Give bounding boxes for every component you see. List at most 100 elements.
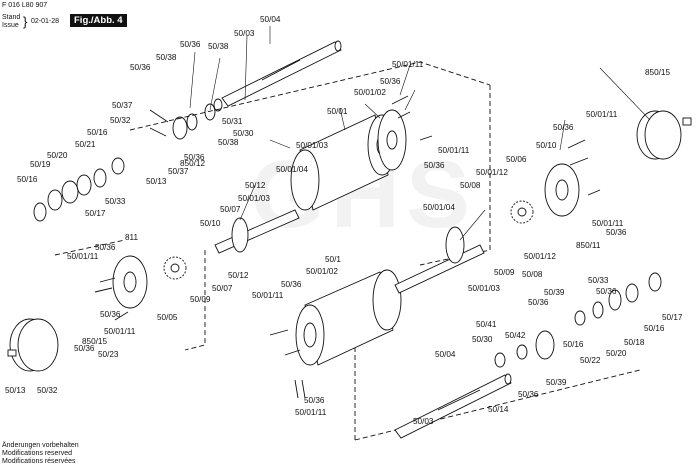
right-assembly-outline: [419, 85, 491, 266]
part-callout: 50/36: [518, 390, 539, 399]
part-callout: 50/09: [190, 295, 211, 304]
part-callout: 50/10: [536, 141, 557, 150]
part-callout: 850/11: [576, 241, 601, 250]
part-callout: 50/31: [222, 117, 243, 126]
part-callout: 50/06: [506, 155, 527, 164]
part-callout: 50/13: [146, 177, 167, 186]
part-callout: 850/15: [82, 337, 107, 346]
right-sprocket: [510, 200, 534, 224]
part-callout: 850/15: [645, 68, 670, 77]
part-callout: 50/05: [157, 313, 178, 322]
part-callout: 50/01/11: [0, 0, 32, 2]
lower-shaft: [394, 373, 512, 439]
part-callout: 50/33: [105, 197, 126, 206]
part-callout: 50/32: [37, 386, 58, 395]
part-callout: 50/36: [281, 280, 302, 289]
part-callout: 50/36: [596, 287, 617, 296]
lower-drum: [295, 269, 402, 366]
part-callout: 50/36: [130, 63, 151, 72]
part-callout: 50/21: [75, 140, 96, 149]
part-callout: 50/01/03: [238, 194, 270, 203]
part-callout: 50/07: [212, 284, 233, 293]
part-callout: 50/01/11: [252, 291, 284, 300]
part-callout: 50/10: [200, 219, 221, 228]
part-callout: 50/36: [0, 0, 21, 2]
part-callout: 50/14: [488, 405, 509, 414]
part-callout: 850/12: [180, 159, 205, 168]
upper-bearing-stack: [172, 98, 223, 140]
part-callout: 50/19: [30, 160, 51, 169]
part-callout: 50/01/02: [354, 88, 386, 97]
left-flange: [112, 255, 148, 309]
part-callout: 50/36: [184, 153, 205, 162]
right-flange: [544, 163, 580, 217]
part-callout: 50/04: [435, 350, 456, 359]
part-callout: 50/01/11: [438, 146, 470, 155]
part-callout: 50/1: [325, 255, 341, 264]
part-callout: 50/17: [85, 209, 106, 218]
stand-label: Stand: [2, 14, 21, 21]
left-sprocket: [163, 256, 187, 280]
part-callout: 50/36: [424, 161, 445, 170]
lower-axle: [394, 226, 485, 294]
issue-label: Issue: [2, 22, 19, 29]
part-callout: 50/38: [156, 53, 177, 62]
part-callout: 50/08: [460, 181, 481, 190]
part-callout: 50/01/11: [295, 408, 327, 417]
part-callout: 50/36: [553, 123, 574, 132]
part-callout: 50/07: [220, 205, 241, 214]
part-callout: 50/12: [228, 271, 249, 280]
part-callout: 50/01/03: [296, 141, 328, 150]
part-callout: 50/01/11: [592, 219, 624, 228]
part-callout: 50/37: [168, 167, 189, 176]
right-wheel: [636, 110, 692, 160]
upper-assembly-outline: [129, 61, 491, 131]
part-callout: 50/20: [606, 349, 627, 358]
part-callout: 50/41: [476, 320, 497, 329]
part-callout: 50/36: [100, 310, 121, 319]
footer-line-2: Modifications reserved: [2, 450, 73, 457]
part-callout: 50/08: [522, 270, 543, 279]
part-callout: 50/03: [413, 417, 434, 426]
part-callout: 50/12: [245, 181, 266, 190]
upper-shaft: [221, 40, 342, 107]
upper-end-plate: [377, 109, 407, 171]
part-callout: 50/16: [87, 128, 108, 137]
brace: }: [23, 14, 28, 29]
part-callout: 50/22: [580, 356, 601, 365]
footer-line-3: Modifications réservées: [2, 458, 76, 465]
part-callout: 50/36: [95, 243, 116, 252]
part-callout: 50/03: [234, 29, 255, 38]
part-callout: 50/36: [380, 77, 401, 86]
part-callout: 50/30: [472, 335, 493, 344]
part-callout: 50/36: [74, 344, 95, 353]
part-callout: 50/39: [544, 288, 565, 297]
part-callout: 50/16: [563, 340, 584, 349]
part-callout: 50/16: [644, 324, 665, 333]
leader-lines: [189, 26, 651, 241]
part-callout: 50/38: [208, 42, 229, 51]
part-callout: 50/01/11: [104, 327, 136, 336]
part-callout: 50/36: [180, 40, 201, 49]
left-bearing-stack: [33, 157, 125, 222]
part-callout: 50/01/03: [468, 284, 500, 293]
lower-left-outline: [184, 250, 206, 351]
part-callout: 50/18: [624, 338, 645, 347]
part-callout: 50/01/12: [476, 168, 508, 177]
part-callout: 50/23: [98, 350, 119, 359]
part-callout: 50/36: [528, 298, 549, 307]
part-callout: 50/01/11: [67, 252, 99, 261]
screw-set: [94, 95, 601, 399]
part-callout: 50/36: [606, 228, 627, 237]
part-callout: 50/01/11: [586, 110, 618, 119]
issue-date: 02-01-28: [31, 18, 60, 25]
part-callout: 50/01/11: [392, 60, 424, 69]
part-callout: 50/38: [218, 138, 239, 147]
part-callout: 50/01/02: [306, 267, 338, 276]
lower-right-bearing-stack: [494, 272, 662, 368]
part-callout: 50/32: [110, 116, 131, 125]
part-callout: 50/16: [17, 175, 38, 184]
part-callout: 50/42: [505, 331, 526, 340]
